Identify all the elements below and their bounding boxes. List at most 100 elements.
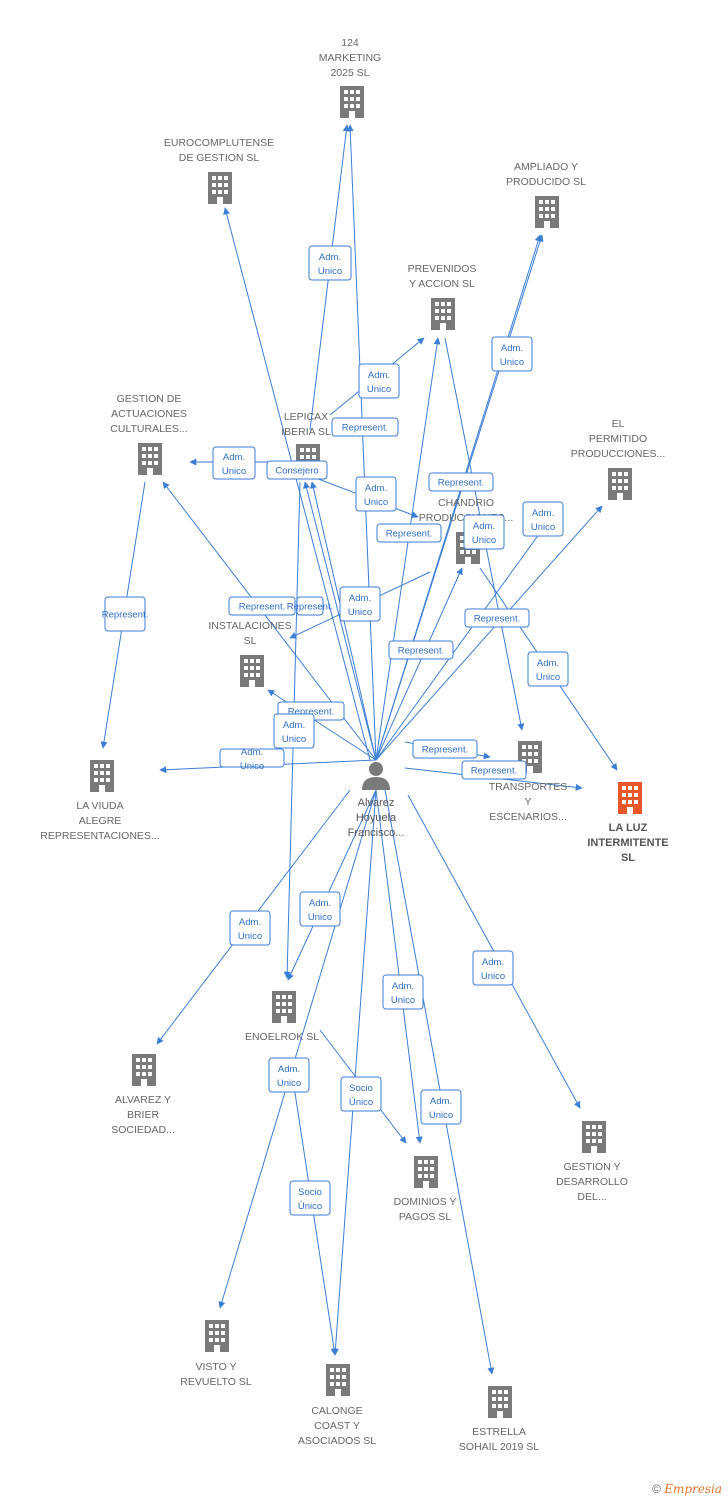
edge-label[interactable]: Adm.Unico [420, 1089, 462, 1125]
edge-label-box [289, 1180, 331, 1216]
edge-label-box [412, 739, 478, 759]
edge-label[interactable]: Represent. [102, 596, 148, 632]
company-name-line: ACTUACIONES [111, 408, 187, 420]
edge-label-line: Socio [298, 1187, 322, 1198]
edge-label[interactable]: Adm.Unico [463, 514, 505, 550]
edge-label[interactable]: Represent. [228, 596, 296, 616]
company-name-line: PERMITIDO [589, 433, 647, 445]
edge-label-text: Adm.Unico [391, 981, 415, 1006]
relation-edge [287, 789, 377, 981]
edge-label-line: Único [349, 1097, 373, 1108]
edge-label[interactable]: Adm.Unico [339, 586, 381, 622]
edge-label[interactable]: Adm.Unico [268, 1057, 310, 1093]
edge-label-line: Adm. [473, 521, 495, 532]
building-icon [618, 782, 642, 814]
company-name-line: PREVENIDOS [408, 263, 477, 275]
building-icon [132, 1054, 156, 1086]
edge-label[interactable]: Represent. [388, 640, 454, 660]
company-name-line: CHANDRIO [438, 497, 494, 509]
edge-label[interactable]: Represent. [461, 760, 527, 780]
edge-label[interactable]: Consejero [266, 460, 328, 480]
company-name-line: ESTRELLA [472, 1426, 526, 1438]
edge-label-line: Represent. [239, 602, 285, 613]
building-icon [326, 1364, 350, 1396]
edge-label-text: Represent. [398, 646, 444, 657]
edge-label-text: Represent. [287, 602, 333, 613]
edge-label-line: Adm. [309, 898, 331, 909]
company-name-line: LA VIUDA [76, 800, 123, 812]
edge-label[interactable]: Represent. [331, 417, 399, 437]
footer-brand[interactable]: © Empresia [652, 1482, 722, 1496]
edge-label[interactable]: Adm.Unico [273, 713, 315, 749]
edge-label[interactable]: Adm.Unico [358, 363, 400, 399]
building-icon [272, 991, 296, 1023]
edge-label[interactable]: Adm.Unico [527, 651, 569, 687]
edge-label[interactable]: Adm.Unico [212, 446, 256, 480]
edge-label-line: Unico [481, 971, 505, 982]
edge-label[interactable]: Adm.Unico [299, 891, 341, 927]
company-name-line: REPRESENTACIONES... [40, 830, 159, 842]
edge-label-text: Adm.Unico [318, 252, 342, 277]
edge-label-line: Represent. [288, 707, 334, 718]
edge-label-line: Unico [238, 931, 262, 942]
company-node-enoe[interactable]: ENOELROK SL [245, 991, 319, 1043]
edge-label-line: Unico [367, 384, 391, 395]
edge-label-box [219, 748, 285, 768]
edge-label[interactable]: Adm.Unico [522, 501, 564, 537]
company-name-line: 2025 SL [330, 67, 369, 79]
company-name-line: LEPICAX [284, 411, 328, 423]
edge-label[interactable]: Represent. [287, 596, 333, 616]
edge-label-box [229, 910, 271, 946]
edge-labels-layer: Adm.UnicoAdm.UnicoRepresent.Adm.UnicoAdm… [102, 245, 569, 1216]
edge-label[interactable]: Adm.Unico [355, 476, 397, 512]
relation-edge [375, 505, 603, 761]
edge-label[interactable]: Adm.Unico [491, 336, 533, 372]
edge-label[interactable]: Adm.Unico [219, 747, 285, 772]
edge-label-line: Adm. [430, 1096, 452, 1107]
edge-label[interactable]: Represent. [464, 608, 530, 628]
building-icon [340, 86, 364, 118]
edge-label[interactable]: Represent. [412, 739, 478, 759]
company-name-line: CALONGE [311, 1405, 362, 1417]
edge-label[interactable]: Adm. Unico [472, 950, 514, 986]
edge-label-text: Represent. [386, 529, 432, 540]
edge-label-line: Adm. [349, 593, 371, 604]
edge-label[interactable]: Adm.Unico [382, 974, 424, 1010]
edge-label[interactable]: Represent. [428, 472, 494, 492]
relation-edge [218, 789, 377, 1309]
edge-label[interactable]: Represent. [376, 523, 442, 543]
edge-label[interactable]: Adm.Unico [229, 910, 271, 946]
edge-label-text: Adm.Unico [222, 452, 246, 477]
edge-label-box [268, 1057, 310, 1093]
edge-label-line: Adm. [482, 957, 504, 968]
edge-label[interactable]: Adm.Unico [308, 245, 352, 281]
company-name-line: VISTO Y [195, 1361, 236, 1373]
edge-label-line: Socio [349, 1083, 373, 1094]
